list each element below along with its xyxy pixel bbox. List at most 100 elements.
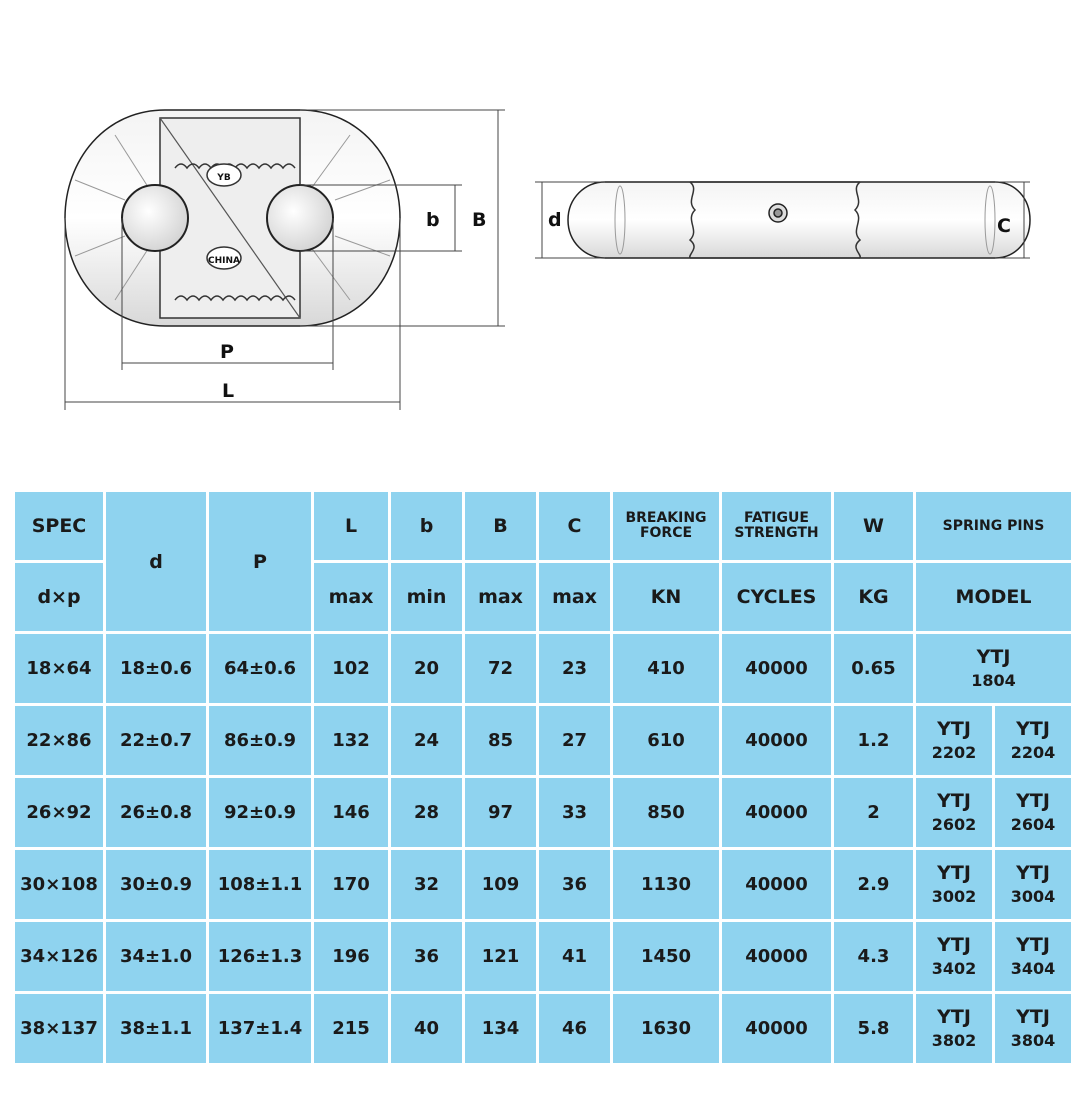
pin-model-prefix: YTJ — [1016, 789, 1050, 812]
header-B: B — [465, 492, 536, 560]
cell-force: 850 — [613, 778, 719, 847]
cell-L: 132 — [314, 706, 388, 775]
cell-w: 4.3 — [834, 922, 913, 991]
spec-table: SPEC d P L b B C BREAKING FORCE FATIGUE … — [12, 489, 1074, 1066]
cell-p: 137±1.4 — [209, 994, 311, 1063]
cell-spec: 30×108 — [15, 850, 103, 919]
pin-model-number: 2604 — [1010, 814, 1056, 834]
cell-force: 1130 — [613, 850, 719, 919]
cell-d: 34±1.0 — [106, 922, 206, 991]
cell-B: 97 — [465, 778, 536, 847]
unit-B: max — [465, 563, 536, 631]
header-breaking-force: BREAKING FORCE — [613, 492, 719, 560]
pin-model-prefix: YTJ — [976, 645, 1011, 668]
header-p: P — [209, 492, 311, 631]
marking-yb-top: YB — [216, 173, 231, 183]
cell-w: 1.2 — [834, 706, 913, 775]
cell-L: 215 — [314, 994, 388, 1063]
marking-oval-top — [206, 163, 242, 187]
cell-force: 610 — [613, 706, 719, 775]
pin-model-prefix: YTJ — [1016, 717, 1050, 740]
cell-d: 18±0.6 — [106, 634, 206, 703]
pin-model-prefix: YTJ — [937, 933, 971, 956]
cell-L: 196 — [314, 922, 388, 991]
pin-model-prefix: YTJ — [937, 861, 971, 884]
cell-B: 85 — [465, 706, 536, 775]
cell-p: 126±1.3 — [209, 922, 311, 991]
header-spring-pins: SPRING PINS — [916, 492, 1071, 560]
header-row-1: SPEC d P L b B C BREAKING FORCE FATIGUE … — [15, 492, 1071, 631]
cell-p: 86±0.9 — [209, 706, 311, 775]
header-fatigue-line1: FATIGUE — [744, 510, 809, 526]
header-fatigue-strength: FATIGUE STRENGTH — [722, 492, 831, 560]
dim-label-d: d — [548, 209, 562, 231]
header-b: b — [391, 492, 462, 560]
pin-model-prefix: YTJ — [1016, 933, 1050, 956]
pin-model-prefix: YTJ — [1016, 1005, 1050, 1028]
pin-model-prefix: YTJ — [937, 717, 971, 740]
unit-b: min — [391, 563, 462, 631]
header-breaking-line1: BREAKING — [625, 510, 707, 526]
side-view — [567, 181, 1031, 259]
front-view — [64, 109, 401, 327]
cell-w: 2 — [834, 778, 913, 847]
cell-C: 46 — [539, 994, 610, 1063]
unit-C: max — [539, 563, 610, 631]
cell-force: 410 — [613, 634, 719, 703]
cell-p: 64±0.6 — [209, 634, 311, 703]
cell-C: 41 — [539, 922, 610, 991]
header-fatigue-line2: STRENGTH — [734, 525, 819, 541]
left-hole — [121, 184, 189, 252]
cell-B: 134 — [465, 994, 536, 1063]
cell-C: 33 — [539, 778, 610, 847]
cell-cycles: 40000 — [722, 850, 831, 919]
pin-model-number: 3804 — [1010, 1030, 1056, 1050]
cell-spec: 34×126 — [15, 922, 103, 991]
dim-label-L: L — [222, 380, 234, 402]
cell-b: 24 — [391, 706, 462, 775]
cell-B: 72 — [465, 634, 536, 703]
cell-b: 36 — [391, 922, 462, 991]
cell-cycles: 40000 — [722, 778, 831, 847]
header-d: d — [106, 492, 206, 631]
cell-b: 28 — [391, 778, 462, 847]
unit-fatigue: CYCLES — [722, 563, 831, 631]
cell-d: 26±0.8 — [106, 778, 206, 847]
pin-model-prefix: YTJ — [1016, 861, 1050, 884]
cell-force: 1630 — [613, 994, 719, 1063]
header-pins-model: MODEL — [916, 563, 1071, 631]
cell-spec: 26×92 — [15, 778, 103, 847]
cell-L: 102 — [314, 634, 388, 703]
cell-cycles: 40000 — [722, 634, 831, 703]
pin-model-number: 3002 — [931, 886, 977, 906]
header-spec: SPEC — [15, 492, 103, 560]
unit-w: KG — [834, 563, 913, 631]
cell-w: 0.65 — [834, 634, 913, 703]
header-L: L — [314, 492, 388, 560]
pin-model-number: 2602 — [931, 814, 977, 834]
cell-spec: 18×64 — [15, 634, 103, 703]
cell-B: 121 — [465, 922, 536, 991]
cell-L: 170 — [314, 850, 388, 919]
cell-b: 32 — [391, 850, 462, 919]
cell-B: 109 — [465, 850, 536, 919]
tooth-seam-lower — [174, 295, 296, 302]
cell-spec: 38×137 — [15, 994, 103, 1063]
header-row-2: d×p max min max max KN CYCLES KG MODEL — [15, 563, 1071, 631]
cell-C: 23 — [539, 634, 610, 703]
cell-cycles: 40000 — [722, 922, 831, 991]
pin-model-number: 1804 — [971, 670, 1016, 690]
cell-L: 146 — [314, 778, 388, 847]
unit-breaking: KN — [613, 563, 719, 631]
